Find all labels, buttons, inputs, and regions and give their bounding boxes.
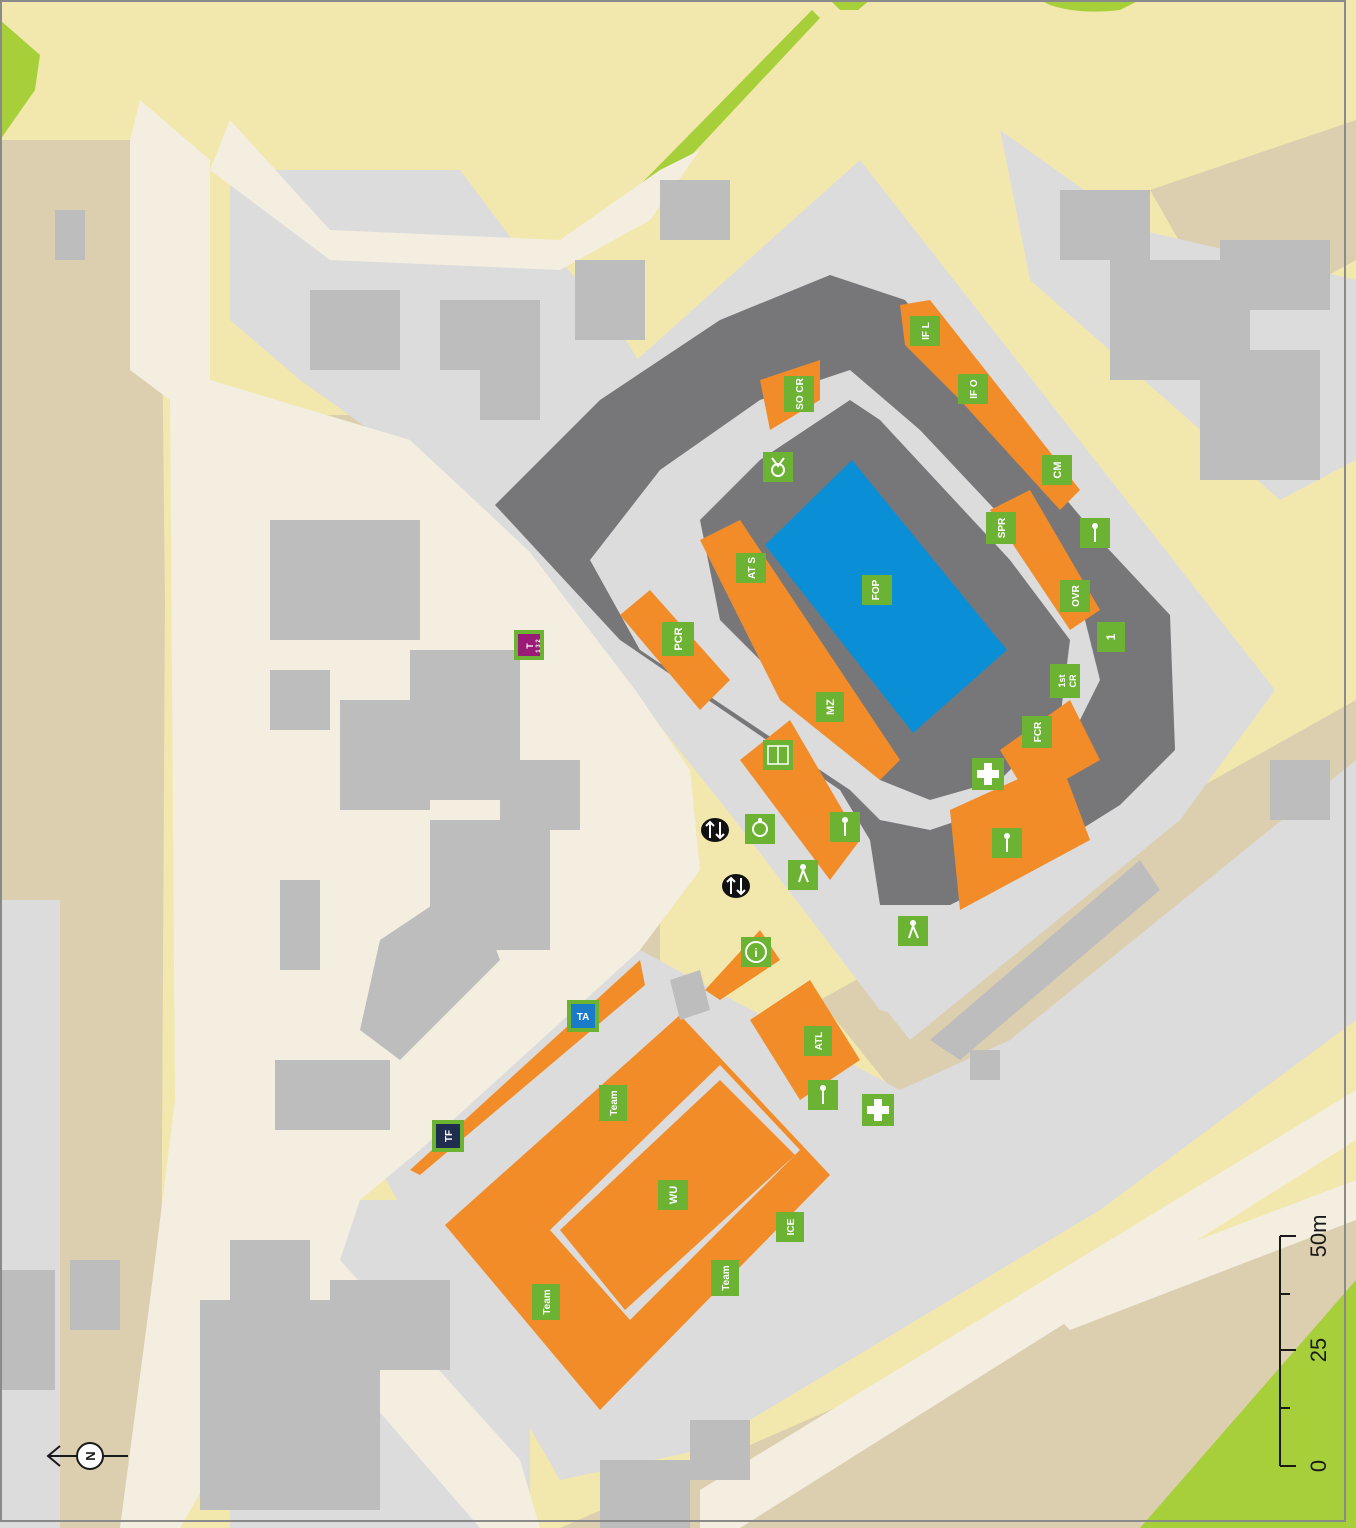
mz-label: MZ (816, 692, 844, 722)
walking-icon-south (898, 916, 928, 946)
accessible-icon (745, 814, 775, 844)
ats-label: AT S (736, 553, 766, 583)
cm-text: CM (1052, 461, 1064, 478)
one-text: 1 (1104, 633, 1118, 640)
wu-label: WU (658, 1180, 688, 1210)
team-text-mid: Team (721, 1265, 732, 1290)
ice-label: ICE (776, 1212, 804, 1242)
tf-label: TF (432, 1120, 464, 1152)
people-icon (830, 812, 860, 842)
north-arrow-icon: N (46, 1442, 128, 1470)
scale-bar: 50m 25 0 (1279, 1215, 1331, 1472)
shuttle-arrows-icon-2 (722, 874, 750, 898)
team-label-top: Team (599, 1085, 627, 1121)
people-icon-north (1080, 518, 1110, 548)
one-label: 1 (1097, 622, 1125, 652)
medal-icon (763, 452, 793, 482)
transport-label: T 1 3 2 (514, 630, 544, 660)
ifo-label: IF O (958, 374, 988, 404)
info-text: i (754, 946, 757, 960)
pcr-label: PCR (662, 622, 694, 656)
ifo-text: IF O (969, 379, 980, 399)
mz-text: MZ (825, 699, 837, 715)
accreditation-icon (763, 740, 793, 770)
ta-label: TA (567, 1000, 599, 1032)
fop-label: FOP (862, 575, 892, 605)
tf-text: TF (444, 1130, 455, 1142)
so-cr-text: SO CR (795, 377, 806, 409)
ice-text: ICE (786, 1218, 797, 1235)
team-text-left: Team (542, 1289, 553, 1314)
scale-label-50: 50m (1306, 1215, 1331, 1258)
first-cr-label: 1st CR (1050, 664, 1080, 698)
shuttle-arrows-icon (701, 818, 729, 842)
team-label-mid: Team (711, 1260, 739, 1296)
ats-text: AT S (747, 557, 758, 579)
scale-label-25: 25 (1306, 1338, 1331, 1362)
fcr-text: FCR (1033, 721, 1044, 742)
cm-label: CM (1042, 455, 1072, 485)
spr-text: SPR (997, 517, 1008, 538)
fop-text: FOP (871, 579, 882, 600)
so-cr-label: SO CR (784, 376, 814, 412)
walking-icon (788, 860, 818, 890)
scale-label-0: 0 (1306, 1460, 1331, 1472)
ifl-label: IF L (910, 316, 940, 346)
atl-label: ATL (804, 1026, 832, 1056)
first-aid-icon (972, 758, 1004, 790)
roads (120, 100, 1356, 1528)
ta-text: TA (577, 1012, 590, 1023)
first-aid-icon-warmup (862, 1094, 894, 1126)
people-icon-east (992, 828, 1022, 858)
atl-text: ATL (814, 1032, 825, 1051)
team-text-top: Team (609, 1090, 620, 1115)
team-label-left: Team (532, 1284, 560, 1320)
first-cr-text-a: 1st (1057, 674, 1067, 687)
ifl-text: IF L (921, 322, 932, 340)
pcr-text: PCR (673, 627, 685, 650)
fcr-label: FCR (1022, 716, 1052, 748)
wu-text: WU (668, 1186, 680, 1204)
first-cr-text-b: CR (1068, 674, 1078, 687)
compass-label: N (83, 1451, 98, 1460)
info-icon: i (741, 937, 771, 967)
people-icon-atl (808, 1080, 838, 1110)
buildings (0, 180, 1330, 1528)
ovr-label: OVR (1060, 580, 1090, 612)
transport-nums-text: 1 3 2 (536, 639, 542, 653)
transport-t-text: T (525, 643, 535, 649)
spr-label: SPR (986, 512, 1016, 544)
ovr-text: OVR (1071, 584, 1082, 606)
